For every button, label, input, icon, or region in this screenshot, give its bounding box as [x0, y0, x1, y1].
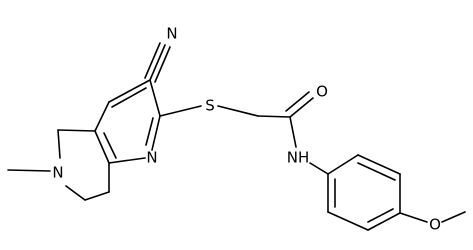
bond-c7-c8	[84, 191, 110, 201]
atom-label-carbonyl-o: O	[316, 83, 328, 101]
bond-c3-c4-double	[111, 87, 147, 108]
atom-label-piperidine-n: N	[52, 164, 63, 182]
bond-c2p-c3p-double	[357, 162, 396, 181]
bond-c8a-c4a-double	[103, 132, 117, 159]
methoxyphenyl-ring	[309, 154, 466, 231]
nitrile-group	[144, 42, 171, 83]
bond-c2-n1	[151, 115, 161, 151]
bond-c3-c4	[108, 79, 151, 103]
atom-label-pyridine-n: N	[146, 149, 157, 167]
bond-c5p-c6p	[327, 211, 369, 231]
bond-nh-c1p	[309, 162, 329, 175]
bond-c2p-c3p	[357, 154, 401, 175]
atom-label-amide-nh: NH	[287, 149, 310, 167]
nitrile-triple-bond-1	[149, 44, 166, 81]
bond-s-ch2	[217, 105, 259, 117]
nitrile-triple-bond-3	[144, 42, 161, 79]
atom-label-sulfur: S	[205, 97, 215, 115]
pyridine-ring	[94, 79, 161, 164]
bond-c8a-c4a	[94, 130, 110, 164]
bond-co-o	[289, 97, 314, 118]
atom-label-ether-o: O	[429, 216, 441, 234]
bond-ch2-co	[257, 115, 291, 118]
atom-label-nitrile-n: N	[166, 25, 177, 43]
nitrile-triple-bond-2	[154, 46, 171, 83]
bond-n6-methyl	[7, 169, 51, 172]
bond-c4p-c5p	[367, 212, 401, 231]
bond-c2-s	[159, 105, 202, 117]
bond-co-nh	[289, 116, 297, 148]
bond-c4a-c4	[94, 101, 110, 132]
bond-n1-c8a	[108, 157, 146, 164]
bond-c5-n6	[57, 129, 61, 159]
bond-c2-n1-double	[145, 117, 154, 146]
bond-c3-c2	[149, 79, 161, 117]
bond-c4p-c5p-double	[367, 208, 394, 223]
bond-c1p-c2p	[327, 154, 359, 175]
bond-co-o-double	[285, 91, 310, 112]
atom-labels: N N N S O NH O	[52, 25, 441, 234]
piperidine-ring	[7, 129, 110, 201]
thioacetamide-linker	[159, 91, 314, 148]
bond-n6-c7	[65, 185, 86, 201]
bond-c4p-o	[399, 212, 428, 223]
bond-o-methyl	[441, 211, 466, 223]
bond-c4a-c5	[57, 129, 96, 132]
